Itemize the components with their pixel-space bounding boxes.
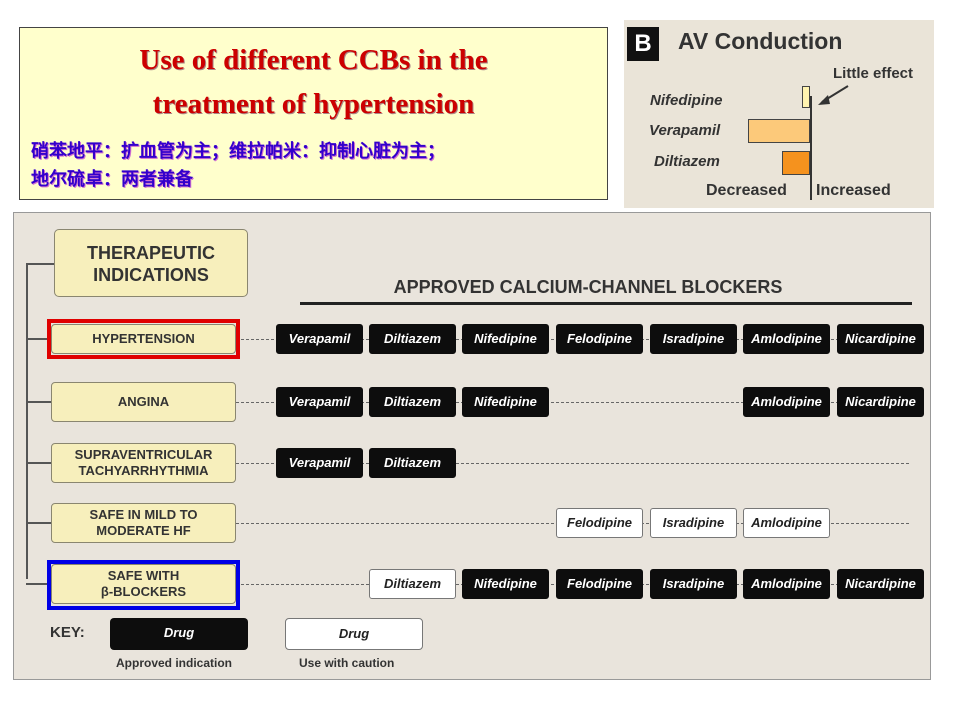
indication-label: SUPRAVENTRICULAR bbox=[74, 447, 213, 462]
av-axis-line bbox=[810, 96, 812, 200]
therapeutic-indications-line1: THERAPEUTIC bbox=[86, 243, 215, 263]
ccb-indications-diagram: THERAPEUTIC INDICATIONS APPROVED CALCIUM… bbox=[13, 212, 931, 680]
therapeutic-indications-line2: INDICATIONS bbox=[93, 265, 209, 285]
indication-label: MODERATE HF bbox=[96, 523, 191, 538]
drug-chip-amlodipine: Amlodipine bbox=[743, 508, 830, 538]
beta-blockers-highlight bbox=[47, 560, 240, 610]
key-caution-swatch: Drug bbox=[285, 618, 423, 650]
drug-chip-isradipine: Isradipine bbox=[650, 508, 737, 538]
av-bar-diltiazem bbox=[782, 151, 810, 175]
slide-subtitle-line2: 地尔硫卓：两者兼备 bbox=[31, 169, 193, 190]
drug-chip-nicardipine: Nicardipine bbox=[837, 324, 924, 354]
tree-branch-safe-in-mild-to-moderate-hf bbox=[26, 522, 51, 524]
drug-chip-nifedipine: Nifedipine bbox=[462, 324, 549, 354]
slide-title-line2: treatment of hypertension bbox=[152, 88, 475, 120]
drug-chip-felodipine: Felodipine bbox=[556, 508, 643, 538]
av-conduction-panel: B AV Conduction Little effect Nifedipine… bbox=[624, 20, 934, 208]
slide-subtitle: 硝苯地平：扩血管为主；维拉帕米：抑制心脏为主； 地尔硫卓：两者兼备 bbox=[31, 138, 601, 194]
indication-hypertension: HYPERTENSION bbox=[51, 324, 236, 354]
key-approved-swatch: Drug bbox=[110, 618, 248, 650]
row-connector-line bbox=[236, 463, 909, 464]
av-panel-title: AV Conduction bbox=[678, 28, 843, 54]
indication-label: TACHYARRHYTHMIA bbox=[78, 463, 209, 478]
indication-label: SAFE IN MILD TO bbox=[89, 507, 198, 522]
little-effect-label: Little effect bbox=[833, 65, 914, 82]
av-drug-diltiazem: Diltiazem bbox=[654, 153, 720, 170]
drug-chip-amlodipine: Amlodipine bbox=[743, 569, 830, 599]
indication-label: ANGINA bbox=[117, 394, 170, 409]
decreased-label: Decreased bbox=[706, 182, 787, 199]
tree-branch-header bbox=[26, 263, 54, 265]
drug-chip-isradipine: Isradipine bbox=[650, 324, 737, 354]
key-caution-caption: Use with caution bbox=[299, 656, 395, 670]
indication-label: β-BLOCKERS bbox=[100, 584, 187, 599]
approved-title-underline bbox=[300, 302, 912, 305]
indication-label: HYPERTENSION bbox=[92, 331, 195, 346]
panel-letter: B bbox=[627, 27, 659, 61]
drug-chip-nicardipine: Nicardipine bbox=[837, 569, 924, 599]
av-drug-nifedipine: Nifedipine bbox=[650, 92, 723, 109]
tree-branch-supraventricular-tachyarrhythmia bbox=[26, 462, 51, 464]
indication-angina: ANGINA bbox=[51, 382, 236, 422]
slide-title-line1: Use of different CCBs in the bbox=[139, 44, 488, 76]
drug-chip-diltiazem: Diltiazem bbox=[369, 569, 456, 599]
av-drug-verapamil: Verapamil bbox=[649, 122, 721, 139]
drug-chip-amlodipine: Amlodipine bbox=[743, 324, 830, 354]
increased-label: Increased bbox=[816, 182, 891, 199]
drug-chip-diltiazem: Diltiazem bbox=[369, 448, 456, 478]
tree-branch-safe-with-beta-blockers bbox=[26, 583, 51, 585]
key-label: KEY: bbox=[50, 624, 85, 641]
tree-branch-angina bbox=[26, 401, 51, 403]
drug-chip-isradipine: Isradipine bbox=[650, 569, 737, 599]
slide-subtitle-line1: 硝苯地平：扩血管为主；维拉帕米：抑制心脏为主； bbox=[31, 141, 445, 162]
row-connector-line bbox=[236, 402, 924, 403]
av-bar-nifedipine bbox=[802, 86, 810, 108]
tree-branch-hypertension bbox=[26, 338, 51, 340]
drug-chip-verapamil: Verapamil bbox=[276, 324, 363, 354]
indication-label: SAFE WITH bbox=[107, 568, 180, 583]
av-bar-verapamil bbox=[748, 119, 810, 143]
therapeutic-indications-box: THERAPEUTIC INDICATIONS bbox=[54, 229, 248, 297]
drug-chip-nifedipine: Nifedipine bbox=[462, 569, 549, 599]
drug-chip-nifedipine: Nifedipine bbox=[462, 387, 549, 417]
key-approved-caption: Approved indication bbox=[116, 656, 233, 670]
drug-chip-diltiazem: Diltiazem bbox=[369, 324, 456, 354]
drug-chip-diltiazem: Diltiazem bbox=[369, 387, 456, 417]
drug-chip-nicardipine: Nicardipine bbox=[837, 387, 924, 417]
annotation-arrow bbox=[818, 85, 849, 105]
slide-title: Use of different CCBs in the treatment o… bbox=[20, 38, 607, 126]
approved-ccb-title: APPROVED CALCIUM-CHANNEL BLOCKERS bbox=[393, 277, 783, 297]
drug-chip-amlodipine: Amlodipine bbox=[743, 387, 830, 417]
drug-chip-felodipine: Felodipine bbox=[556, 569, 643, 599]
drug-chip-verapamil: Verapamil bbox=[276, 448, 363, 478]
drug-chip-felodipine: Felodipine bbox=[556, 324, 643, 354]
drug-chip-verapamil: Verapamil bbox=[276, 387, 363, 417]
tree-trunk bbox=[26, 263, 28, 579]
hypertension-highlight bbox=[47, 319, 240, 359]
title-box: Use of different CCBs in the treatment o… bbox=[19, 27, 608, 200]
